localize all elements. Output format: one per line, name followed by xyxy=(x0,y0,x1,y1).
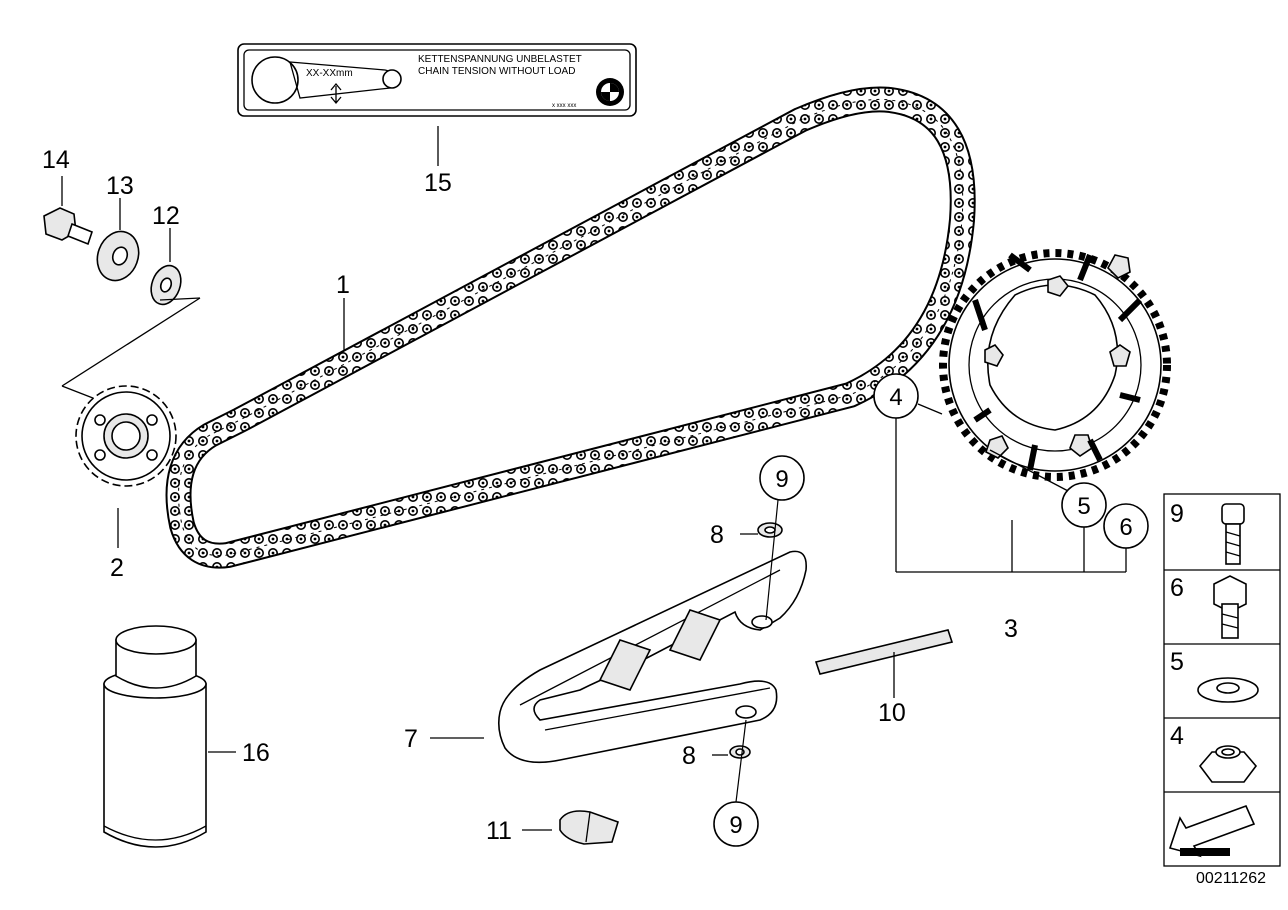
part-number-14[interactable]: 14 xyxy=(42,146,70,174)
callout-9-upper[interactable] xyxy=(759,455,805,501)
legend-number-5: 5 xyxy=(1170,648,1184,676)
chain-spray-can-16[interactable] xyxy=(103,625,207,848)
bolt-14[interactable] xyxy=(43,207,93,246)
part-number-3[interactable]: 3 xyxy=(1004,615,1018,643)
screw-icon xyxy=(1221,503,1245,565)
washer-icon xyxy=(1197,677,1259,703)
label-measure: XX-XXmm xyxy=(306,68,353,79)
part-number-9-lower[interactable]: 9 xyxy=(729,812,742,839)
washer-13[interactable] xyxy=(91,226,146,287)
bmw-logo-icon xyxy=(596,78,624,106)
legend-number-9: 9 xyxy=(1170,500,1184,528)
rear-sprocket[interactable] xyxy=(939,249,1171,481)
part-number-2[interactable]: 2 xyxy=(110,554,124,582)
part-number-11[interactable]: 11 xyxy=(486,817,512,845)
front-sprocket[interactable] xyxy=(75,385,177,487)
roller-chain[interactable] xyxy=(165,86,976,569)
tension-arrow-icon xyxy=(330,82,342,105)
part-number-5[interactable]: 5 xyxy=(1077,493,1090,520)
legend-number-4: 4 xyxy=(1170,722,1184,750)
part-number-6[interactable]: 6 xyxy=(1119,514,1132,541)
part-number-15[interactable]: 15 xyxy=(424,169,452,197)
part-number-1[interactable]: 1 xyxy=(336,271,350,299)
hardware-legend: 9 6 5 4 xyxy=(1163,493,1281,867)
part-number-13[interactable]: 13 xyxy=(106,172,134,200)
part-number-7[interactable]: 7 xyxy=(404,725,418,753)
part-number-9-upper[interactable]: 9 xyxy=(775,466,788,493)
washer-12[interactable] xyxy=(146,261,186,308)
label-sprocket-icon xyxy=(251,56,299,104)
chain-guide[interactable] xyxy=(498,550,807,764)
arrow-icon xyxy=(1168,804,1256,858)
part-number-10[interactable]: 10 xyxy=(878,699,906,727)
grommet-8-lower[interactable] xyxy=(729,745,751,759)
part-number-8-upper[interactable]: 8 xyxy=(710,521,724,549)
chain-tension-label-plate[interactable]: XX-XXmm KETTENSPANNUNG UNBELASTET CHAIN … xyxy=(237,43,637,117)
label-line-en: CHAIN TENSION WITHOUT LOAD xyxy=(418,66,575,77)
part-number-4[interactable]: 4 xyxy=(889,384,902,411)
label-line-de: KETTENSPANNUNG UNBELASTET xyxy=(418,54,582,65)
part-number-8-lower[interactable]: 8 xyxy=(682,742,696,770)
grommet-8-upper[interactable] xyxy=(757,522,783,538)
protective-strip-10[interactable] xyxy=(814,629,954,675)
legend-number-6: 6 xyxy=(1170,574,1184,602)
clip-11[interactable] xyxy=(559,810,619,845)
lock-nut-icon xyxy=(1198,745,1258,783)
diagram-id: 00211262 xyxy=(1196,870,1266,887)
part-number-12[interactable]: 12 xyxy=(152,202,180,230)
part-number-16[interactable]: 16 xyxy=(242,739,270,767)
label-code: x xxx xxx xyxy=(552,103,576,109)
hex-bolt-icon xyxy=(1213,575,1247,639)
